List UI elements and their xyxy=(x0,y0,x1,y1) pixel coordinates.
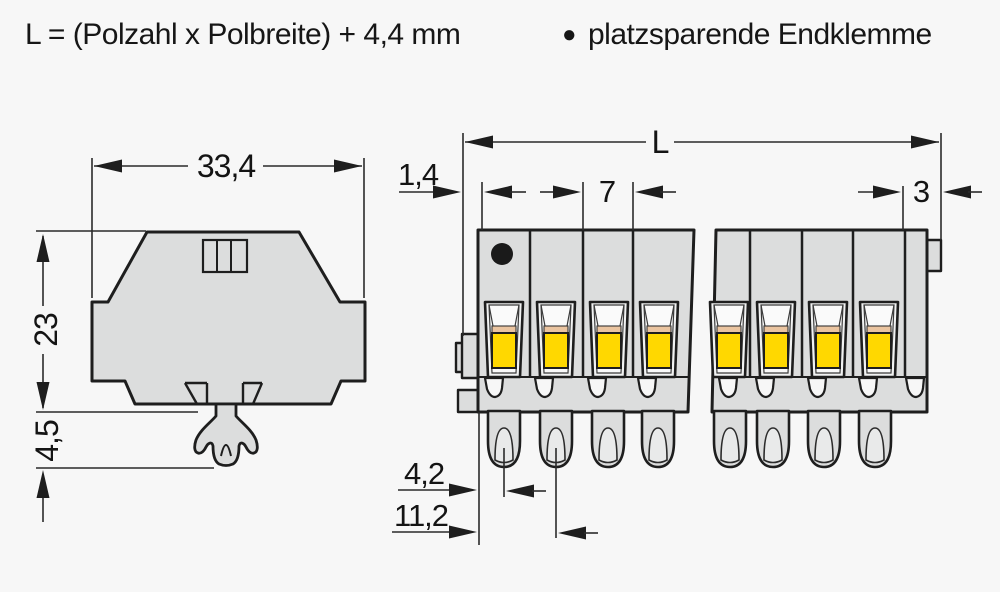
formula-text: L = (Polzahl x Polbreite) + 4,4 mm xyxy=(25,18,461,51)
side-view-housing xyxy=(90,230,367,406)
dim-end-plate-label: 1,4 xyxy=(398,157,439,192)
dim-first-center-label: 4,2 xyxy=(404,456,444,491)
dim-end-plate: 1,4 xyxy=(398,157,526,230)
dim-end-clamp: 3 xyxy=(858,174,982,230)
dim-height-label: 23 xyxy=(28,313,64,347)
snap-foot xyxy=(193,402,259,467)
legend: ● platzsparende Endklemme xyxy=(562,18,932,52)
legend-text: platzsparende Endklemme xyxy=(588,18,932,51)
dim-foot-centers: 4,2 11,2 xyxy=(392,412,598,545)
dim-foot-label: 4,5 xyxy=(29,420,65,462)
dim-length-label: L xyxy=(652,124,669,160)
bullet-icon: ● xyxy=(562,21,577,48)
snap-foot-split xyxy=(220,444,232,457)
dim-length: L xyxy=(462,124,942,336)
dim-pole-pitch: 7 xyxy=(540,174,676,230)
dim-width: 33,4 xyxy=(91,148,365,298)
dim-end-clamp-label: 3 xyxy=(913,174,929,209)
end-clamp-dot xyxy=(491,243,513,265)
side-view: 33,4 23 4,5 xyxy=(28,148,367,522)
pole-dividers xyxy=(528,230,907,377)
marker-window xyxy=(201,238,249,274)
front-view: L 1,4 7 xyxy=(392,124,982,545)
dim-height: 23 xyxy=(28,230,198,413)
pole-group-left xyxy=(476,228,696,414)
header: L = (Polzahl x Polbreite) + 4,4 mm ● pla… xyxy=(0,14,1000,58)
dim-foot-height: 4,5 xyxy=(29,420,214,522)
foot-boss xyxy=(183,381,264,405)
dim-width-label: 33,4 xyxy=(197,148,255,184)
left-end-tab xyxy=(454,332,482,380)
dim-pole-pitch-label: 7 xyxy=(599,174,615,209)
dim-second-center-label: 11,2 xyxy=(394,498,448,533)
